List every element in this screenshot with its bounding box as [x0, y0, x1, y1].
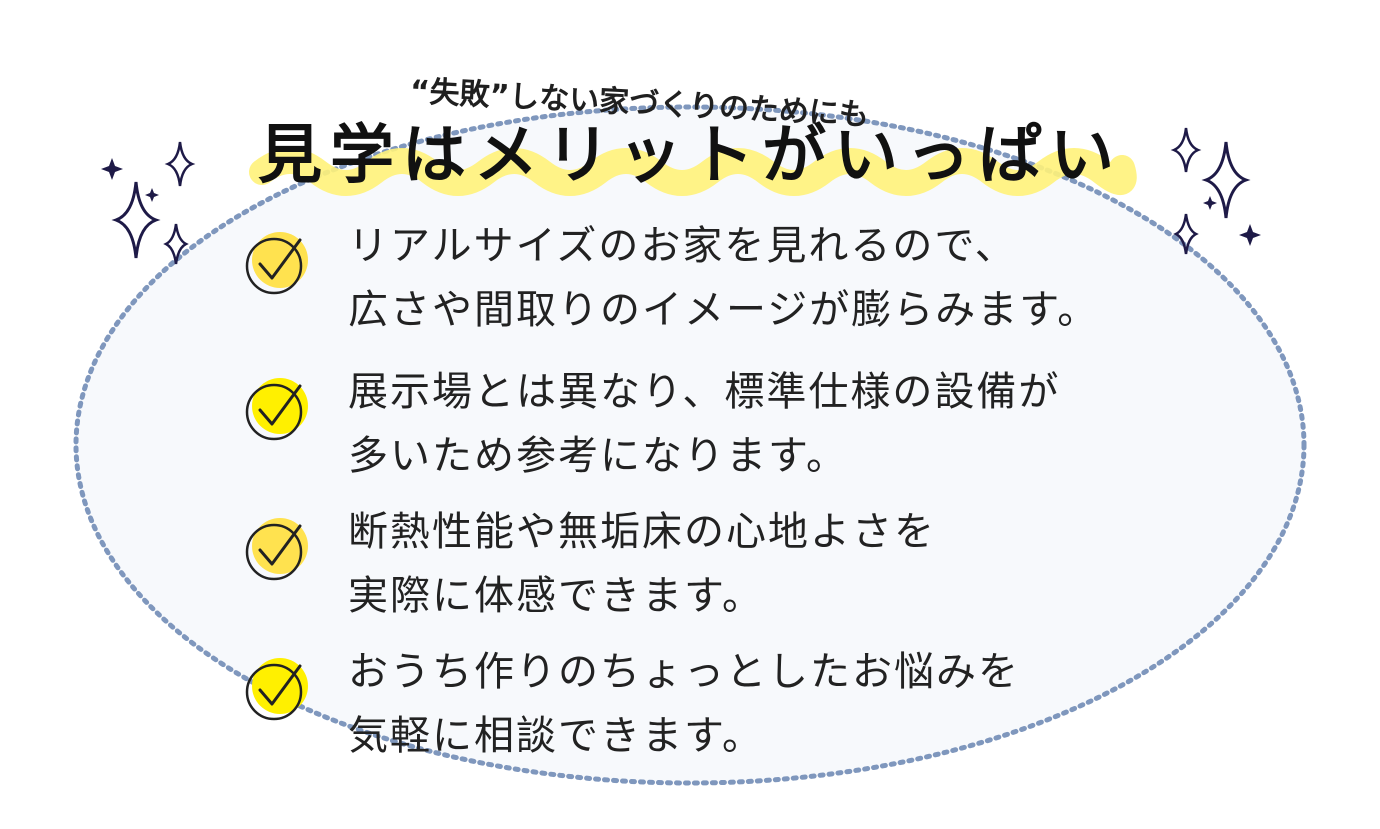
list-item: おうち作りのちょっとしたお悩みを 気軽に相談できます。	[240, 649, 1240, 772]
check-circle-icon	[245, 658, 308, 721]
sparkle-icon	[1201, 141, 1251, 219]
list-item-line: 実際に体感できます。	[348, 573, 764, 619]
sparkle-icon	[1203, 196, 1217, 210]
sparkle-icon	[111, 181, 161, 259]
list-item-line: 多いため参考になります。	[348, 433, 848, 479]
list-item-text: 断熱性能や無垢床の心地よさを 実際に体感できます。	[348, 500, 936, 628]
list-item: リアルサイズのお家を見れるので、 広さや間取りのイメージが膨らみます。	[240, 223, 1240, 346]
page-title: 見学はメリットがいっぱい	[258, 119, 1122, 193]
sparkle-icon	[101, 158, 123, 180]
check-circle-icon	[245, 518, 308, 581]
list-item-text: リアルサイズのお家を見れるので、 広さや間取りのイメージが膨らみます。	[348, 214, 1099, 342]
check-circle-icon	[245, 378, 308, 441]
list-item-line: 広さや間取りのイメージが膨らみます。	[348, 287, 1100, 333]
sparkle-icon	[1239, 224, 1261, 246]
list-item-line: おうち作りのちょっとしたお悩みを	[348, 649, 1020, 695]
dotted-ellipse-background	[73, 104, 1307, 786]
list-item-line: 気軽に相談できます。	[348, 713, 764, 759]
sparkle-icon	[1173, 213, 1199, 255]
sparkle-icon	[164, 141, 196, 187]
sparkle-icon	[145, 188, 159, 202]
list-item: 展示場とは異なり、標準仕様の設備が 多いため参考になります。	[240, 369, 1240, 492]
title-highlight-scribble	[249, 148, 1137, 196]
list-item-text: 展示場とは異なり、標準仕様の設備が 多いため参考になります。	[348, 360, 1060, 488]
sparkle-icon	[1170, 127, 1202, 173]
check-circle-icon	[245, 232, 308, 295]
sparkle-icon	[163, 223, 189, 265]
list-item: 断熱性能や無垢床の心地よさを 実際に体感できます。	[240, 509, 1240, 632]
list-item-line: リアルサイズのお家を見れるので、	[348, 223, 1017, 269]
list-item-line: 展示場とは異なり、標準仕様の設備が	[348, 369, 1061, 415]
list-item-text: おうち作りのちょっとしたお悩みを 気軽に相談できます。	[348, 640, 1020, 768]
list-item-line: 断熱性能や無垢床の心地よさを	[348, 509, 936, 555]
